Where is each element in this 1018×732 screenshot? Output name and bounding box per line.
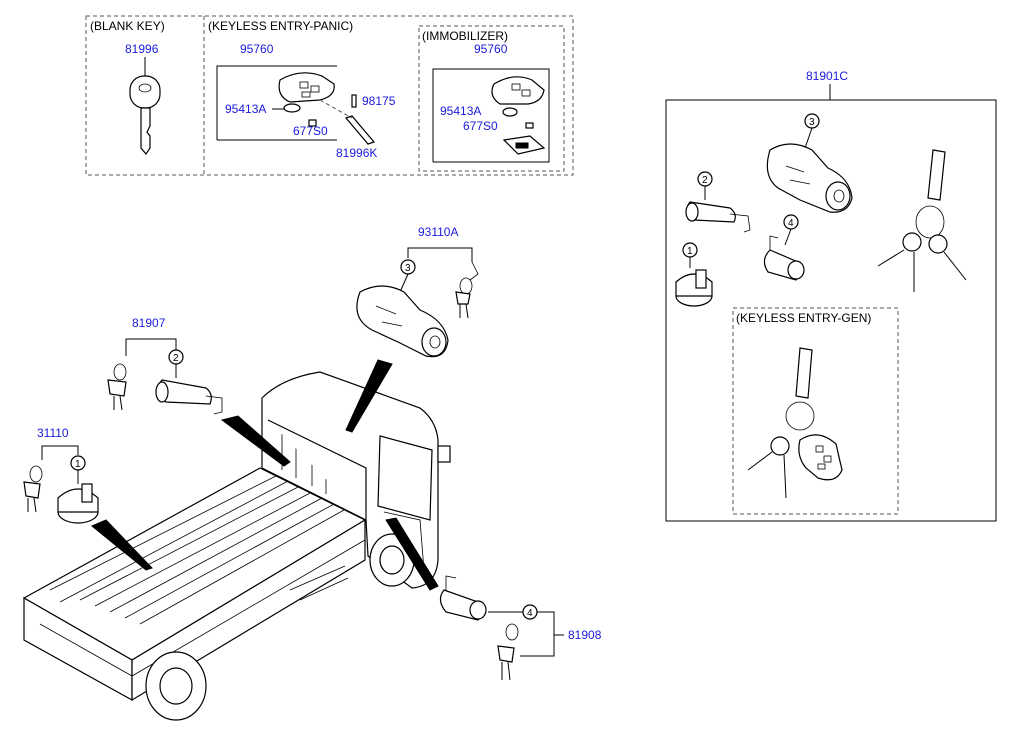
callout-2-set: 2 [702,175,708,186]
lock-set-panel: 81901C 3 2 1 4 [665,69,997,522]
keyless-gen-heading: (KEYLESS ENTRY-GEN) [736,311,871,325]
tailgate-lock-illustration [439,575,487,621]
door-lock-cylinder-illustration [155,379,223,415]
part-number-98175[interactable]: 98175 [362,94,396,108]
ignition-lock-illustration-set [766,143,853,213]
tailgate-lock-keys-illustration [497,623,519,681]
door-lock-keys-illustration [107,363,127,411]
ignition-group: 93110A 3 [356,225,479,358]
fuel-cap-group: 31110 1 [23,426,99,524]
ignition-lock-illustration [356,285,449,358]
callout-1-set: 1 [687,246,693,257]
part-number-93110A[interactable]: 93110A [418,225,458,239]
smart-key-fob-illustration [278,72,376,145]
part-number-677S0-immobilizer[interactable]: 677S0 [463,119,498,133]
part-number-95760-panic[interactable]: 95760 [240,42,274,56]
blank-key-illustration [129,75,161,156]
truck-illustration [22,371,451,721]
callout-1: 1 [75,459,81,470]
tailgate-lock-group: 81908 4 [439,575,602,681]
callout-4-set: 4 [788,218,794,229]
door-lock-cylinder-illustration-set [685,201,751,233]
part-number-95760-immobilizer[interactable]: 95760 [474,42,508,56]
part-number-81908[interactable]: 81908 [568,628,602,642]
callout-3-set: 3 [809,117,815,128]
part-number-31110[interactable]: 31110 [37,426,69,440]
part-number-95413A-panic[interactable]: 95413A [225,102,266,116]
immobilizer-heading: (IMMOBILIZER) [422,29,508,43]
immobilizer-key-fob-illustration [491,76,546,155]
key-ring-illustration-set [877,149,967,292]
part-number-81907[interactable]: 81907 [132,316,166,330]
pointer-arrows [91,359,439,591]
part-number-677S0-panic[interactable]: 677S0 [293,124,328,138]
fuel-cap-illustration [57,483,99,524]
keyless-panic-heading: (KEYLESS ENTRY-PANIC) [208,19,353,33]
part-number-81901C[interactable]: 81901C [806,69,848,83]
part-number-95413A-immobilizer[interactable]: 95413A [440,104,481,118]
fuel-cap-illustration-set [675,269,713,307]
part-number-81996K[interactable]: 81996K [336,146,377,160]
tailgate-lock-illustration-set [763,235,805,281]
ignition-keys-illustration [455,261,479,319]
blank-key-heading: (BLANK KEY) [90,19,165,33]
part-number-81996[interactable]: 81996 [125,42,159,56]
callout-3: 3 [405,263,411,274]
fuel-cap-keys-illustration [23,465,43,513]
callout-2: 2 [173,353,179,364]
keyless-gen-key-illustration [747,347,843,499]
callout-4: 4 [527,608,533,619]
door-lock-group: 81907 2 [107,316,223,415]
top-key-panel: (BLANK KEY) (KEYLESS ENTRY-PANIC) (IMMOB… [85,15,574,176]
